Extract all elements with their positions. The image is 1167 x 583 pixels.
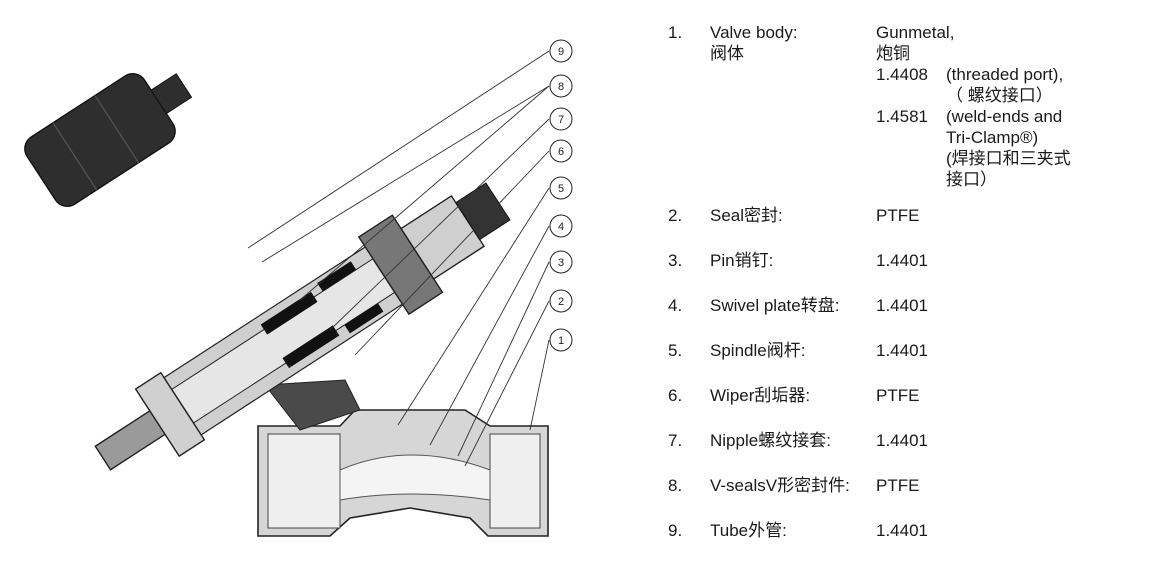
part-item-8: 8. V-sealsV形密封件: PTFE (668, 476, 920, 495)
part-item-6: 6. Wiper刮垢器: PTFE (668, 386, 920, 405)
valve-body (257, 379, 549, 537)
svg-text:4: 4 (558, 221, 564, 233)
part-material: Gunmetal, 炮铜 1.4408 (threaded port),（ 螺纹… (876, 22, 1163, 190)
part-item-2: 2. Seal密封: PTFE (668, 206, 920, 225)
part-item-4: 4. Swivel plate转盘: 1.4401 (668, 296, 928, 315)
part-name: Valve body: 阀体 (710, 23, 798, 63)
part-item-5: 5. Spindle阀杆: 1.4401 (668, 341, 928, 360)
svg-text:9: 9 (558, 46, 564, 58)
callout-4: 4 (549, 214, 573, 238)
part-item-9: 9. Tube外管: 1.4401 (668, 521, 928, 540)
svg-text:6: 6 (558, 146, 564, 158)
callout-7: 7 (549, 107, 573, 131)
callout-3: 3 (549, 250, 573, 274)
svg-text:2: 2 (558, 296, 564, 308)
part-item-1: 1. Valve body: 阀体 Gunmetal, 炮铜 1.4408 (t… (668, 22, 1163, 190)
handwheel (24, 72, 193, 208)
part-number: 1. (668, 23, 683, 42)
parts-list: 1. Valve body: 阀体 Gunmetal, 炮铜 1.4408 (t… (668, 22, 1163, 541)
callout-2: 2 (549, 289, 573, 313)
svg-text:1: 1 (558, 335, 564, 347)
svg-text:5: 5 (558, 183, 564, 195)
svg-text:3: 3 (558, 257, 564, 269)
callout-8: 8 (549, 74, 573, 98)
svg-text:8: 8 (558, 81, 564, 93)
part-item-7: 7. Nipple螺纹接套: 1.4401 (668, 431, 928, 450)
svg-text:7: 7 (558, 114, 564, 126)
leader-lines (247, 50, 550, 467)
callout-5: 5 (549, 176, 573, 200)
grade-row: 1.4581 (weld-ends and Tri-Clamp®) (焊接口和三… (876, 107, 1071, 189)
callout-1: 1 (549, 328, 573, 352)
callout-9: 9 (549, 39, 573, 63)
part-item-3: 3. Pin销钉: 1.4401 (668, 251, 928, 270)
grade-row: 1.4408 (threaded port),（ 螺纹接口） (876, 65, 1064, 105)
callout-6: 6 (549, 139, 573, 163)
valve-cross-section-drawing: 9 8 7 6 5 4 3 2 1 (24, 39, 573, 537)
